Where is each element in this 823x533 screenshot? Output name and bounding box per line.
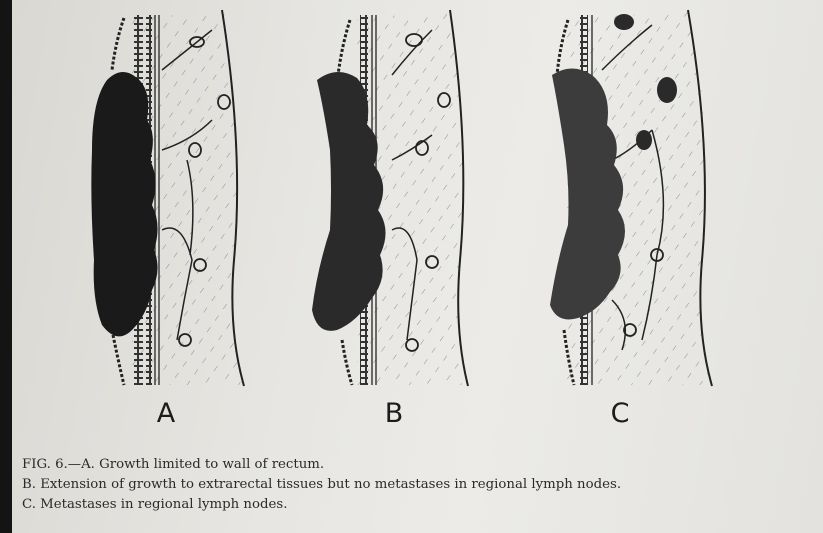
figure-page: A B C FIG. 6.—A. Growth limited to wall …: [12, 0, 823, 533]
panel-b-drawing: [312, 10, 468, 386]
figure-caption: FIG. 6.—A. Growth limited to wall of rec…: [22, 455, 822, 515]
rectum-diagram: [12, 0, 823, 533]
panel-c-drawing: [550, 10, 712, 386]
panel-a-drawing: [91, 10, 244, 386]
panel-label-b: B: [374, 398, 414, 429]
panel-a-tumor: [91, 72, 157, 336]
caption-line-c: C. Metastases in regional lymph nodes.: [22, 495, 822, 515]
caption-line-a: FIG. 6.—A. Growth limited to wall of rec…: [22, 455, 822, 475]
panel-label-a: A: [146, 398, 186, 429]
panel-label-c: C: [600, 398, 640, 429]
caption-line-b: B. Extension of growth to extrarectal ti…: [22, 475, 822, 495]
